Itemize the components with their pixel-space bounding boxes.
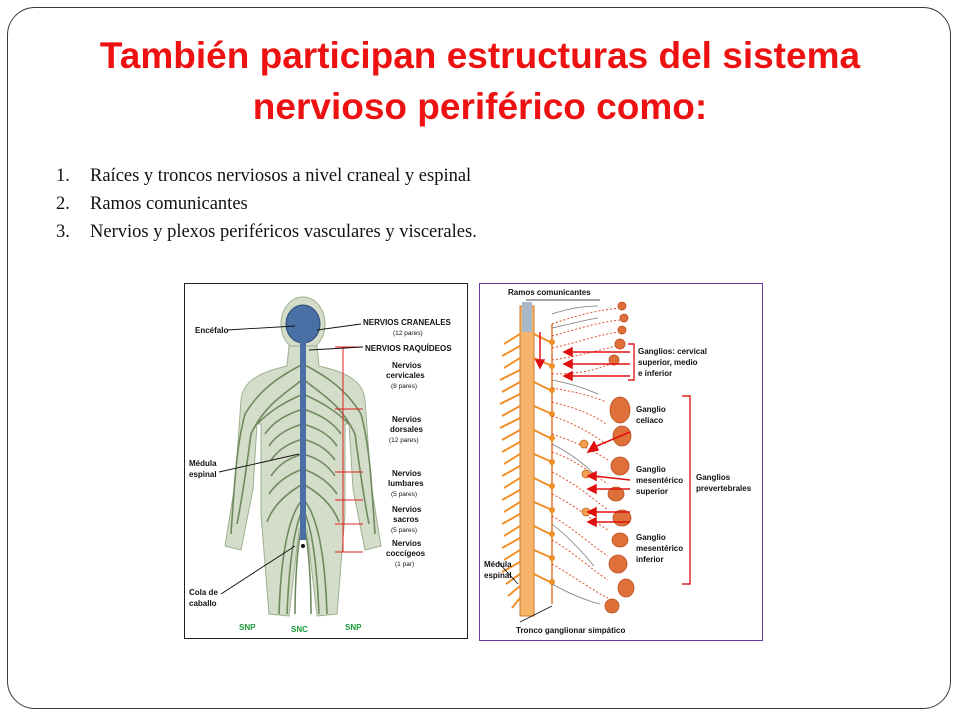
item-text: Ramos comunicantes	[90, 194, 248, 214]
label-ganglios-cerv-2: superior, medio	[638, 358, 698, 367]
cauda-point	[301, 544, 305, 548]
label-cervicales-2: cervicales	[386, 371, 425, 380]
spinal-column	[519, 302, 535, 617]
sympathetic-trunk	[549, 324, 555, 604]
label-cola-2: caballo	[189, 599, 217, 608]
label-sacros-2: sacros	[393, 515, 419, 524]
label-sacros-pares: (5 pares)	[391, 527, 417, 534]
segmental-nerves	[499, 333, 553, 609]
label-dorsales-2: dorsales	[390, 425, 423, 434]
label-tronco: Tronco ganglionar simpático	[516, 626, 625, 635]
label-coccigeos-1: Nervios	[392, 539, 422, 548]
pointer-lines	[497, 299, 600, 623]
label-cervicales-pares: (8 pares)	[391, 383, 417, 390]
label-dorsales-pares: (12 pares)	[389, 437, 419, 444]
label-ganglios-cerv-1: Ganglios: cervical	[638, 347, 707, 356]
list-item: 3. Nervios y plexos periféricos vasculare…	[56, 218, 477, 246]
label-ganglios-cerv-3: e inferior	[638, 369, 672, 378]
list-item: 1. Raíces y troncos nerviosos a nivel cra…	[56, 162, 477, 190]
label-cervicales-1: Nervios	[392, 361, 422, 370]
label-medula-2: espinal	[189, 470, 217, 479]
label-celiaco-1: Ganglio	[636, 405, 666, 414]
pointer-lines	[218, 323, 364, 595]
level-brackets	[335, 346, 363, 553]
item-number: 2.	[56, 194, 70, 214]
label-coccigeos-pares: (1 par)	[395, 561, 414, 568]
label-celiaco-2: celíaco	[636, 416, 663, 425]
label-mes-sup-3: superior	[636, 487, 668, 496]
label-coccigeos-2: coccígeos	[386, 549, 426, 558]
label-medula-1: Médula	[189, 459, 217, 468]
label-nervios-craneales: NERVIOS CRANEALES	[363, 318, 452, 327]
label-sacros-1: Nervios	[392, 505, 422, 514]
label-cola-1: Cola de	[189, 588, 218, 597]
item-number: 1.	[56, 166, 70, 186]
red-arrows	[534, 332, 631, 528]
grey-fibres	[551, 305, 601, 605]
item-text: Raíces y troncos nerviosos a nivel crane…	[90, 166, 472, 186]
list-item: 2. Ramos comunicantes	[56, 190, 477, 218]
label-prevert-2: prevertebrales	[696, 484, 752, 493]
point-list: 1. Raíces y troncos nerviosos a nivel cra…	[56, 162, 477, 246]
sympathetic-chain-diagram: Ramos comunicantes Ganglios: cervical su…	[479, 283, 763, 641]
label-snp-left: SNP	[239, 623, 256, 632]
nervous-system-diagram: Encéfalo NERVIOS CRANEALES (12 pares) NE…	[184, 283, 468, 639]
slide-title: También participan estructuras del siste…	[99, 35, 861, 127]
label-lumbares-1: Nervios	[392, 469, 422, 478]
label-snc: SNC	[291, 625, 308, 634]
peripheral-nerves	[230, 363, 376, 615]
label-nervios-raquideos: NERVIOS RAQUÍDEOS	[365, 344, 452, 353]
label-mes-inf-3: inferior	[636, 555, 664, 564]
label-lumbares-2: lumbares	[388, 479, 424, 488]
item-number: 3.	[56, 222, 70, 242]
label-ramos: Ramos comunicantes	[508, 288, 591, 297]
central-nervous-system	[285, 304, 321, 540]
label-mes-sup-2: mesentérico	[636, 476, 683, 485]
label-craneales-pares: (12 pares)	[393, 330, 423, 337]
label-encefalo: Encéfalo	[195, 326, 228, 335]
organs	[604, 301, 635, 614]
label-snp-right: SNP	[345, 623, 362, 632]
label-mes-inf-2: mesentérico	[636, 544, 683, 553]
label-medula-1: Médula	[484, 560, 512, 569]
label-prevert-1: Ganglios	[696, 473, 731, 482]
label-medula-2: espinal	[484, 571, 512, 580]
nervous-system-illustration: Encéfalo NERVIOS CRANEALES (12 pares) NE…	[189, 296, 452, 634]
label-lumbares-pares: (5 pares)	[391, 491, 417, 498]
label-brackets	[628, 343, 691, 585]
sympathetic-chain-illustration: Ramos comunicantes Ganglios: cervical su…	[484, 288, 752, 635]
label-dorsales-1: Nervios	[392, 415, 422, 424]
slide-frame	[7, 7, 951, 709]
label-mes-inf-1: Ganglio	[636, 533, 666, 542]
label-mes-sup-1: Ganglio	[636, 465, 666, 474]
prevertebral-ganglia	[579, 439, 591, 517]
item-text: Nervios y plexos periféricos vasculares …	[90, 222, 477, 242]
